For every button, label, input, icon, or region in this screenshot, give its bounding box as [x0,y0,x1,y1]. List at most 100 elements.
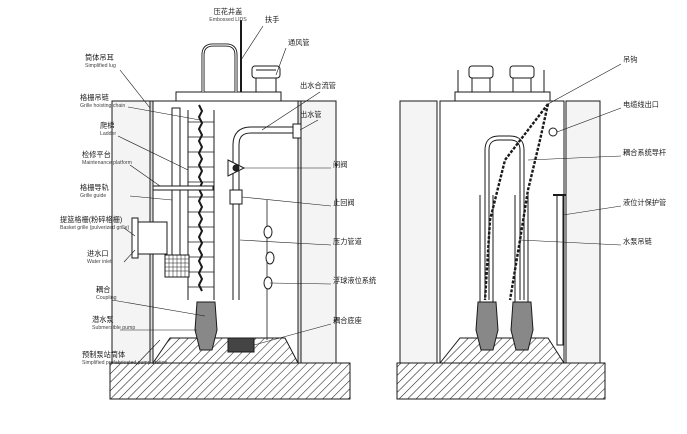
handle-rail [201,43,238,92]
label-zh: 压花井盖 [214,7,243,16]
label-zh: 提篮格栅(粉碎格栅) [60,215,122,224]
leader-line [556,107,622,133]
label-zh: 预制泵站筒体 [82,350,125,359]
vent-pipe [255,77,277,93]
leader-line [117,135,189,171]
level-pipe [556,194,564,346]
leader-line [547,63,622,105]
label-en: Simplified prefabricated pump station [82,360,167,366]
label-zh: 检修平台 [82,150,111,159]
right-section [396,65,606,400]
base-slab-left [109,362,351,400]
leader-line [123,249,136,263]
label-zh: 水泵吊链 [623,237,652,246]
label-zh: 闸阀 [333,160,347,169]
label-zh: 扶手 [265,15,279,24]
check-valve [229,189,243,205]
label-zh: 液位计保护管 [623,198,666,207]
label-zh: 通风管 [288,38,310,47]
leader-line [129,164,161,187]
label-level-pipe: 液位计保护管 [562,198,666,216]
label-gate-valve: 闸阀 [244,160,347,169]
label-en: Ladder [100,131,116,137]
label-outlet-manifold: 出水合流管 [261,81,336,131]
ladder [187,110,215,300]
label-coupling-base: 耦合底座 [253,316,362,346]
leader-line [299,119,319,131]
leader-line [269,282,332,285]
label-en: Maintenance platform [82,160,132,166]
leader-line [519,239,622,246]
pump-b [510,301,534,351]
label-float-level: 浮球液位系统 [269,276,376,285]
label-basket-grille: 提篮格栅(粉碎格栅)Basket grille (pulverized gril… [60,215,136,237]
label-outlet-pipe: 出水管 [299,110,322,131]
label-zh: 压力管道 [333,237,362,246]
label-zh: 电缆线出口 [623,100,659,109]
left-section [109,20,351,400]
label-zh: 潜水泵 [92,315,114,324]
leader-line [527,155,622,161]
label-check-valve: 止回阀 [241,196,355,207]
leader-line [111,299,206,317]
label-en: Embossed LIDS [209,17,247,23]
leader-line [261,91,321,131]
water-inlet [134,221,168,255]
coupling-base [227,337,255,353]
label-en: Water inlet [87,259,112,265]
pump-a [475,301,499,351]
leader-line [119,69,151,109]
label-pump-chain: 水泵吊链 [519,237,652,246]
cable-outlet [548,127,558,137]
concrete-right-outer [299,100,337,364]
label-zh: 耦合 [96,285,110,294]
label-handle: 扶手 [240,15,279,61]
label-en: Basket grille (pulverized grille) [60,225,129,231]
label-en: Grille guide [80,193,106,199]
leader-line [123,227,136,237]
grille-chain [197,104,204,292]
pump-hoisting-chain [508,103,550,301]
label-zh: 筒体吊耳 [85,53,114,62]
leader-line [127,106,201,121]
leader-line [129,195,173,201]
label-zh: 浮球液位系统 [333,276,376,285]
label-guide-rod: 耦合系统导杆 [527,148,666,161]
maintenance-platform [152,185,214,191]
label-zh: 爬梯 [100,121,114,130]
submersible-pump [194,301,218,351]
label-zh: 耦合底座 [333,316,362,325]
tank-lid [175,91,282,102]
label-zh: 耦合系统导杆 [623,148,666,157]
label-pressure-pipe: 压力管道 [239,237,362,246]
base-slab-right [396,362,606,400]
leader-line [275,47,287,76]
label-vent-pipe: 通风管 [275,38,310,76]
label-zh: 出水合流管 [300,81,336,90]
label-zh: 格栅导轨 [80,183,109,192]
float-ball [263,225,273,239]
label-zh: 出水管 [300,110,322,119]
leader-line [240,25,264,61]
label-zh: 止回阀 [333,198,355,207]
label-hook: 吊钩 [547,55,637,105]
label-en: Coupling [96,295,117,301]
leader-line [241,196,332,207]
label-zh: 吊钩 [623,55,637,64]
label-zh: 格栅吊链 [80,93,109,102]
leader-line [562,205,622,216]
label-en: Submersible pump [92,325,135,331]
leader-line [253,323,332,346]
